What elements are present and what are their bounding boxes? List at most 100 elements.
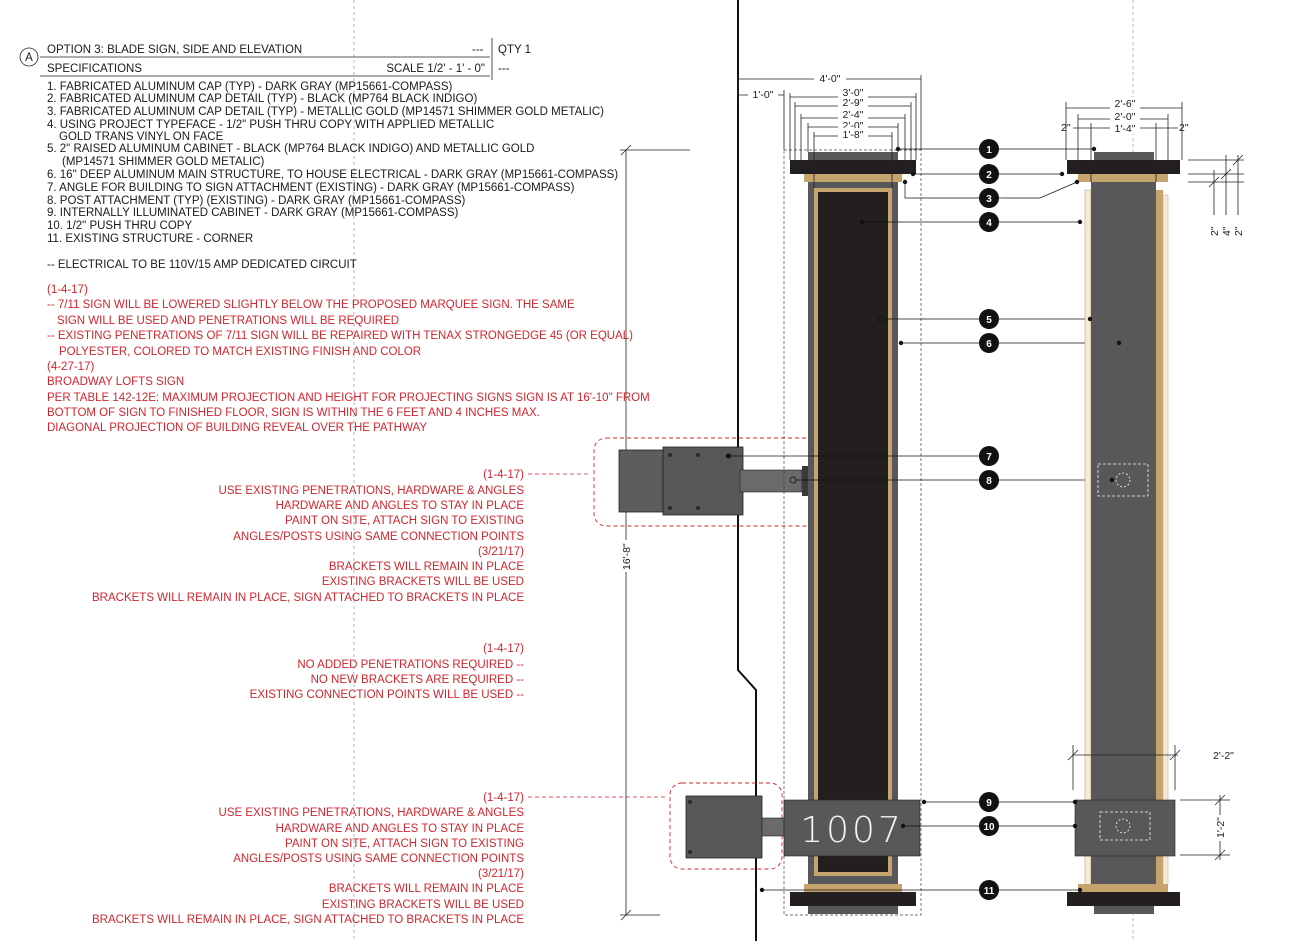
callout-line: (3/21/17) [478,868,524,880]
spec-line: 6. 16" DEEP ALUMINUM MAIN STRUCTURE, TO … [47,169,618,181]
side-step-label: 1'-4" [1115,123,1136,135]
svg-text:1: 1 [986,145,992,156]
callout-line: NO NEW BRACKETS ARE REQUIRED -- [311,674,525,686]
front-elevation: 1007 [725,146,927,916]
front-top-cap [790,160,916,174]
side-elevation [1059,146,1180,914]
upper-bracket [593,437,819,527]
revision-line: DIAGONAL PROJECTION OF BUILDING REVEAL O… [47,422,427,434]
callout-line: (1-4-17) [483,469,524,481]
svg-text:6: 6 [986,339,992,350]
detail-marker-letter: A [25,52,33,64]
side-top-cap [1067,160,1180,174]
callout-line: EXISTING CONNECTION POINTS WILL BE USED … [250,689,524,701]
spec-line: 3. FABRICATED ALUMINUM CAP DETAIL (TYP) … [47,106,604,118]
cap-height-label: 2" [1233,226,1245,236]
callout-line: BRACKETS WILL REMAIN IN PLACE, SIGN ATTA… [92,592,524,604]
svg-text:9: 9 [986,798,992,809]
callout-line: BRACKETS WILL REMAIN IN PLACE [329,883,524,895]
svg-text:8: 8 [986,476,992,487]
callout-middle: (1-4-17) NO ADDED PENETRATIONS REQUIRED … [250,643,524,701]
callout-line: USE EXISTING PENETRATIONS, HARDWARE & AN… [219,485,525,497]
side-post-attachment [1097,463,1149,497]
scale-dash: --- [498,63,510,75]
callout-line: EXISTING BRACKETS WILL BE USED [322,899,524,911]
spec-line: 9. INTERNALLY ILLUMINATED CABINET - DARK… [47,207,459,219]
callout-line: (1-4-17) [483,643,524,655]
side-left-panel [1084,189,1092,891]
scale-label: SCALE 1/2' - 1' - 0" [386,63,485,75]
callout-badge-8: 8 [979,470,999,490]
callout-badge-11: 11 [979,880,999,900]
address-cabinet [783,799,921,857]
front-black-cabinet [818,192,888,872]
front-width-label: 4'-0" [820,73,841,85]
callout-line: BRACKETS WILL REMAIN IN PLACE, SIGN ATTA… [92,914,524,926]
callout-badge-4: 4 [979,212,999,232]
svg-text:11: 11 [984,886,995,897]
front-offset-label: 1'-0" [753,89,774,101]
cabinet-height-label: 1'-2" [1215,817,1227,838]
callout-badge-2: 2 [979,164,999,184]
cap-height-label: 2" [1209,226,1221,236]
address-number: 1007 [800,810,904,851]
front-cap-gold-detail [804,174,902,182]
electrical-note: -- ELECTRICAL TO BE 110V/15 AMP DEDICATE… [47,259,357,271]
side-main-structure [1091,182,1156,890]
callout-line: EXISTING BRACKETS WILL BE USED [322,576,524,588]
callout-lower: (1-4-17) USE EXISTING PENETRATIONS, HARD… [92,792,524,926]
spec-line: 8. POST ATTACHMENT (TYP) (EXISTING) - DA… [47,195,465,207]
svg-text:7: 7 [986,452,992,463]
callout-line: ANGLES/POSTS USING SAME CONNECTION POINT… [233,531,524,543]
revision-line: (4-27-17) [47,361,94,373]
callout-line: PAINT ON SITE, ATTACH SIGN TO EXISTING [285,838,524,850]
side-step-label: 2'-0" [1115,111,1136,123]
callout-badge-9: 9 [979,792,999,812]
revision-line: BOTTOM OF SIGN TO FINISHED FLOOR, SIGN I… [47,407,540,419]
cap-height-dimensions: 2" 4" 2" [1188,154,1245,236]
revision-line: PER TABLE 142-12E: MAXIMUM PROJECTION AN… [47,392,650,404]
svg-text:4: 4 [986,218,992,229]
callout-line: PAINT ON SITE, ATTACH SIGN TO EXISTING [285,515,524,527]
spec-line: GOLD TRANS VINYL ON FACE [59,131,224,143]
front-step-label: 2'-4" [843,109,864,121]
callout-line: ANGLES/POSTS USING SAME CONNECTION POINT… [233,853,524,865]
callout-badge-5: 5 [979,309,999,329]
side-edge-right-label: 2" [1179,122,1189,134]
svg-text:5: 5 [986,315,992,326]
callout-line: (1-4-17) [483,792,524,804]
side-bottom-cap [1067,892,1180,906]
callout-upper: (1-4-17) USE EXISTING PENETRATIONS, HARD… [92,469,524,604]
revision-line: (1-4-17) [47,284,88,296]
svg-text:3: 3 [986,194,992,205]
overall-height-label: 16'-8" [621,543,633,570]
side-step-label: 2'-6" [1115,98,1136,110]
side-width-dimensions: 2'-6" 2'-0" 1'-4" 2" 2" [1061,97,1189,182]
spec-line: 11. EXISTING STRUCTURE - CORNER [47,233,253,245]
callout-badges: 1 2 3 4 5 6 7 8 9 10 11 [979,139,999,900]
spec-line: (MP14571 SHIMMER GOLD METALIC) [62,156,265,168]
lower-bracket-highlight [669,782,783,870]
revision-line: BROADWAY LOFTS SIGN [47,376,184,388]
lower-bracket [669,782,785,870]
callout-line: HARDWARE AND ANGLES TO STAY IN PLACE [276,823,525,835]
callout-badge-3: 3 [979,188,999,208]
front-envelope [783,149,922,916]
revision-line: -- 7/11 SIGN WILL BE LOWERED SLIGHTLY BE… [47,299,575,311]
title-block: A OPTION 3: BLADE SIGN, SIDE AND ELEVATI… [19,38,531,80]
revision-line: -- EXISTING PENETRATIONS OF 7/11 SIGN WI… [47,330,633,342]
side-edge-left-label: 2" [1061,122,1071,134]
callout-badge-10: 10 [979,816,999,836]
quantity: QTY 1 [498,44,531,56]
specifications-list: 1. FABRICATED ALUMINUM CAP (TYP) - DARK … [47,81,618,271]
detail-marker [19,47,39,67]
spec-line: 1. FABRICATED ALUMINUM CAP (TYP) - DARK … [47,81,453,93]
callout-line: NO ADDED PENETRATIONS REQUIRED -- [297,659,524,671]
cabinet-depth-label: 2'-2" [1213,750,1234,762]
spec-line: 10. 1/2" PUSH THRU COPY [47,220,192,232]
callout-badge-7: 7 [979,446,999,466]
callout-line: BRACKETS WILL REMAIN IN PLACE [329,561,524,573]
callout-line: USE EXISTING PENETRATIONS, HARDWARE & AN… [219,807,525,819]
side-address-cabinet [1074,799,1176,857]
